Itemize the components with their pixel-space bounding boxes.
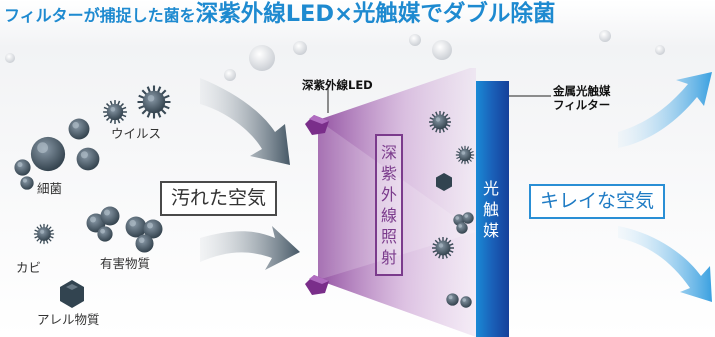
photocatalyst-label: 光触媒 xyxy=(481,178,501,241)
page-title: フィルターが捕捉した菌を深紫外線LED×光触媒でダブル除菌 xyxy=(4,3,555,26)
captured-virus-icon xyxy=(428,110,452,134)
bacteria-label: 細菌 xyxy=(37,181,63,196)
dirty-air-label: 汚れた空気 xyxy=(160,181,278,216)
virus-label: ウイルス xyxy=(111,126,162,141)
uv-led-label: 深紫外線LED xyxy=(302,78,373,92)
title-part-2: 深紫外線LED×光触媒でダブル除菌 xyxy=(195,1,556,27)
clean-air-arrow-top xyxy=(618,72,712,148)
allergen-label: アレル物質 xyxy=(37,312,100,327)
dirty-air-arrow-bottom xyxy=(200,226,300,270)
uv-light-cone xyxy=(318,68,476,337)
filter-label: 金属光触媒 フィルター xyxy=(553,84,611,113)
clean-air-label: キレイな空気 xyxy=(529,184,666,219)
uv-irradiation-label: 深紫外線照射 xyxy=(375,134,403,276)
decorative-bubbles xyxy=(5,30,665,81)
uv-led-top xyxy=(305,115,329,135)
mold-label: カビ xyxy=(16,260,42,275)
harmful-substance-label: 有害物質 xyxy=(100,256,151,271)
title-part-1: フィルターが捕捉した菌を xyxy=(4,6,196,25)
dirty-air-arrow-top xyxy=(200,78,290,165)
uv-led-bottom xyxy=(305,275,329,295)
captured-allergen-icon xyxy=(436,173,452,191)
captured-virus-icon xyxy=(431,236,455,260)
allergen-icon-highlight xyxy=(66,284,78,290)
clean-air-arrow-bottom xyxy=(618,226,712,302)
captured-virus-icon xyxy=(455,145,475,165)
uv-irradiation-text: 深紫外線照射 xyxy=(380,143,397,267)
mold-icon xyxy=(33,223,55,245)
uv-light-highlight xyxy=(318,120,476,280)
photocatalyst-filter xyxy=(476,81,509,337)
photocatalyst-text: 光触媒 xyxy=(482,179,499,240)
